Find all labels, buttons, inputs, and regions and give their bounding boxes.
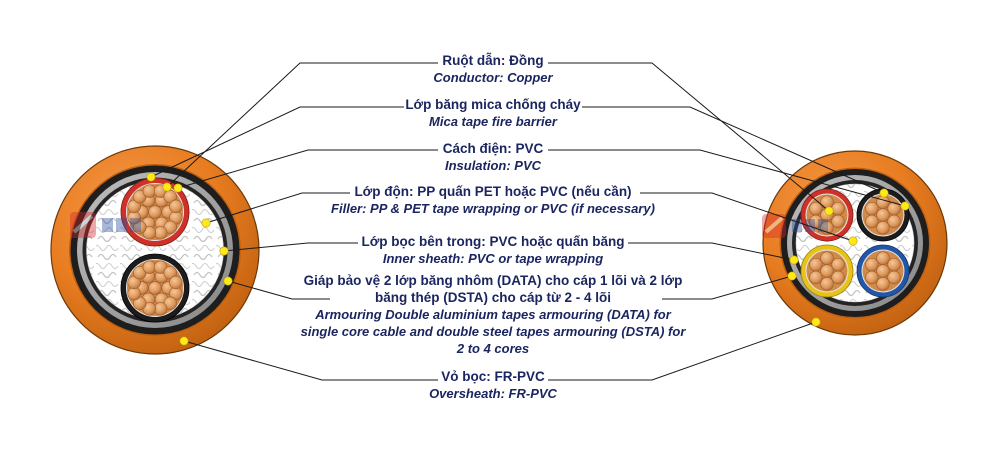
label-filler: Lớp độn: PP quấn PET hoặc PVC (nếu cần) … bbox=[283, 183, 703, 217]
core-left-bottom bbox=[120, 253, 190, 323]
copper-strands bbox=[809, 251, 845, 291]
core-right-top-right bbox=[856, 188, 910, 242]
marker-dot bbox=[824, 206, 834, 216]
marker-dot bbox=[787, 271, 797, 281]
copper-strand bbox=[887, 270, 901, 285]
copper-strands bbox=[865, 251, 901, 291]
label-armouring-en: Armouring Double aluminium tapes armouri… bbox=[300, 307, 686, 356]
label-oversheath-en: Oversheath: FR-PVC bbox=[429, 386, 557, 401]
copper-strand bbox=[148, 205, 162, 219]
leader-oversheath-left bbox=[183, 340, 438, 381]
leader-inner-sheath-left bbox=[223, 242, 358, 252]
label-conductor-en: Conductor: Copper bbox=[433, 70, 553, 85]
marker-dot bbox=[811, 317, 821, 327]
label-filler-en: Filler: PP & PET tape wrapping or PVC (i… bbox=[331, 201, 655, 216]
label-inner-sheath-vi: Lớp bọc bên trong: PVC hoặc quấn băng bbox=[361, 234, 625, 249]
marker-dot bbox=[223, 276, 233, 286]
copper-strand bbox=[831, 270, 845, 285]
marker-dot bbox=[848, 236, 858, 246]
label-conductor: Ruột dẫn: Đồng Conductor: Copper bbox=[283, 52, 703, 86]
leader-conductor-right bbox=[548, 62, 830, 212]
leader-insulation-left bbox=[177, 149, 438, 189]
marker-dot bbox=[879, 188, 889, 198]
marker-dots bbox=[146, 172, 910, 346]
marker-dot bbox=[179, 336, 189, 346]
copper-strand bbox=[876, 195, 890, 209]
label-mica-tape-vi: Lớp băng mica chống cháy bbox=[405, 97, 581, 112]
leader-mica-right bbox=[582, 106, 885, 194]
copper-strand bbox=[865, 257, 879, 272]
copper-strand bbox=[876, 264, 890, 278]
copper-strand bbox=[865, 201, 879, 216]
marker-dot bbox=[162, 182, 172, 192]
copper-strands bbox=[127, 260, 183, 316]
copper-strands bbox=[127, 184, 183, 240]
label-insulation-en: Insulation: PVC bbox=[444, 158, 542, 173]
leader-oversheath-right bbox=[548, 321, 817, 381]
copper-strand bbox=[820, 251, 834, 265]
copper-strand bbox=[831, 257, 845, 272]
leader-conductor-left bbox=[166, 62, 438, 188]
copper-strand bbox=[876, 221, 890, 235]
label-inner-sheath: Lớp bọc bên trong: PVC hoặc quấn băng In… bbox=[283, 233, 703, 267]
label-filler-vi: Lớp độn: PP quấn PET hoặc PVC (nếu cần) bbox=[354, 184, 632, 199]
leader-filler-right bbox=[640, 192, 854, 242]
copper-strand bbox=[887, 201, 901, 216]
copper-strand bbox=[865, 270, 879, 285]
marker-dot bbox=[173, 183, 183, 193]
copper-strand bbox=[887, 257, 901, 272]
marker-dot bbox=[789, 255, 799, 265]
leader-armour-right bbox=[662, 275, 793, 300]
label-insulation: Cách điện: PVC Insulation: PVC bbox=[283, 140, 703, 174]
copper-strand bbox=[809, 270, 823, 285]
filler-pattern-left bbox=[86, 181, 224, 319]
core-left-top bbox=[120, 177, 190, 247]
marker-dot bbox=[219, 246, 229, 256]
label-oversheath-vi: Vỏ bọc: FR-PVC bbox=[441, 369, 545, 384]
copper-strand bbox=[169, 275, 183, 290]
label-insulation-vi: Cách điện: PVC bbox=[442, 141, 544, 156]
leader-insulation-right bbox=[548, 149, 906, 207]
copper-strand bbox=[820, 264, 834, 278]
copper-strand bbox=[148, 281, 162, 295]
copper-strands bbox=[865, 195, 901, 235]
label-inner-sheath-en: Inner sheath: PVC or tape wrapping bbox=[382, 251, 604, 266]
leader-filler-left bbox=[205, 192, 350, 224]
copper-strand bbox=[831, 201, 845, 216]
copper-strand bbox=[876, 277, 890, 291]
label-armouring-vi: Giáp bảo vệ 2 lớp băng nhôm (DATA) cho c… bbox=[303, 273, 683, 305]
label-conductor-vi: Ruột dẫn: Đồng bbox=[442, 53, 544, 68]
marker-dot bbox=[201, 218, 211, 228]
core-right-bottom-left bbox=[800, 244, 854, 298]
label-oversheath: Vỏ bọc: FR-PVC Oversheath: FR-PVC bbox=[283, 368, 703, 402]
core-right-bottom-right bbox=[856, 244, 910, 298]
copper-strand bbox=[876, 251, 890, 265]
label-armouring: Giáp bảo vệ 2 lớp băng nhôm (DATA) cho c… bbox=[298, 272, 688, 357]
brand-watermark bbox=[70, 212, 141, 238]
copper-strand bbox=[809, 257, 823, 272]
marker-dot bbox=[900, 201, 910, 211]
label-mica-tape-en: Mica tape fire barrier bbox=[429, 114, 557, 129]
leader-lines bbox=[150, 62, 906, 381]
copper-strand bbox=[887, 214, 901, 229]
copper-strand bbox=[169, 199, 183, 214]
copper-strand bbox=[876, 208, 890, 222]
copper-strand bbox=[865, 214, 879, 229]
marker-dot bbox=[146, 172, 156, 182]
copper-strand bbox=[820, 195, 834, 209]
leader-mica-left bbox=[150, 106, 404, 178]
label-mica-tape: Lớp băng mica chống cháy Mica tape fire … bbox=[283, 96, 703, 130]
leader-armour-left bbox=[227, 280, 330, 300]
cable-left bbox=[50, 145, 260, 355]
copper-strand bbox=[831, 214, 845, 229]
copper-strand bbox=[809, 201, 823, 216]
brand-watermark bbox=[762, 214, 828, 238]
leader-inner-sheath-right bbox=[628, 242, 795, 261]
copper-strand bbox=[820, 277, 834, 291]
